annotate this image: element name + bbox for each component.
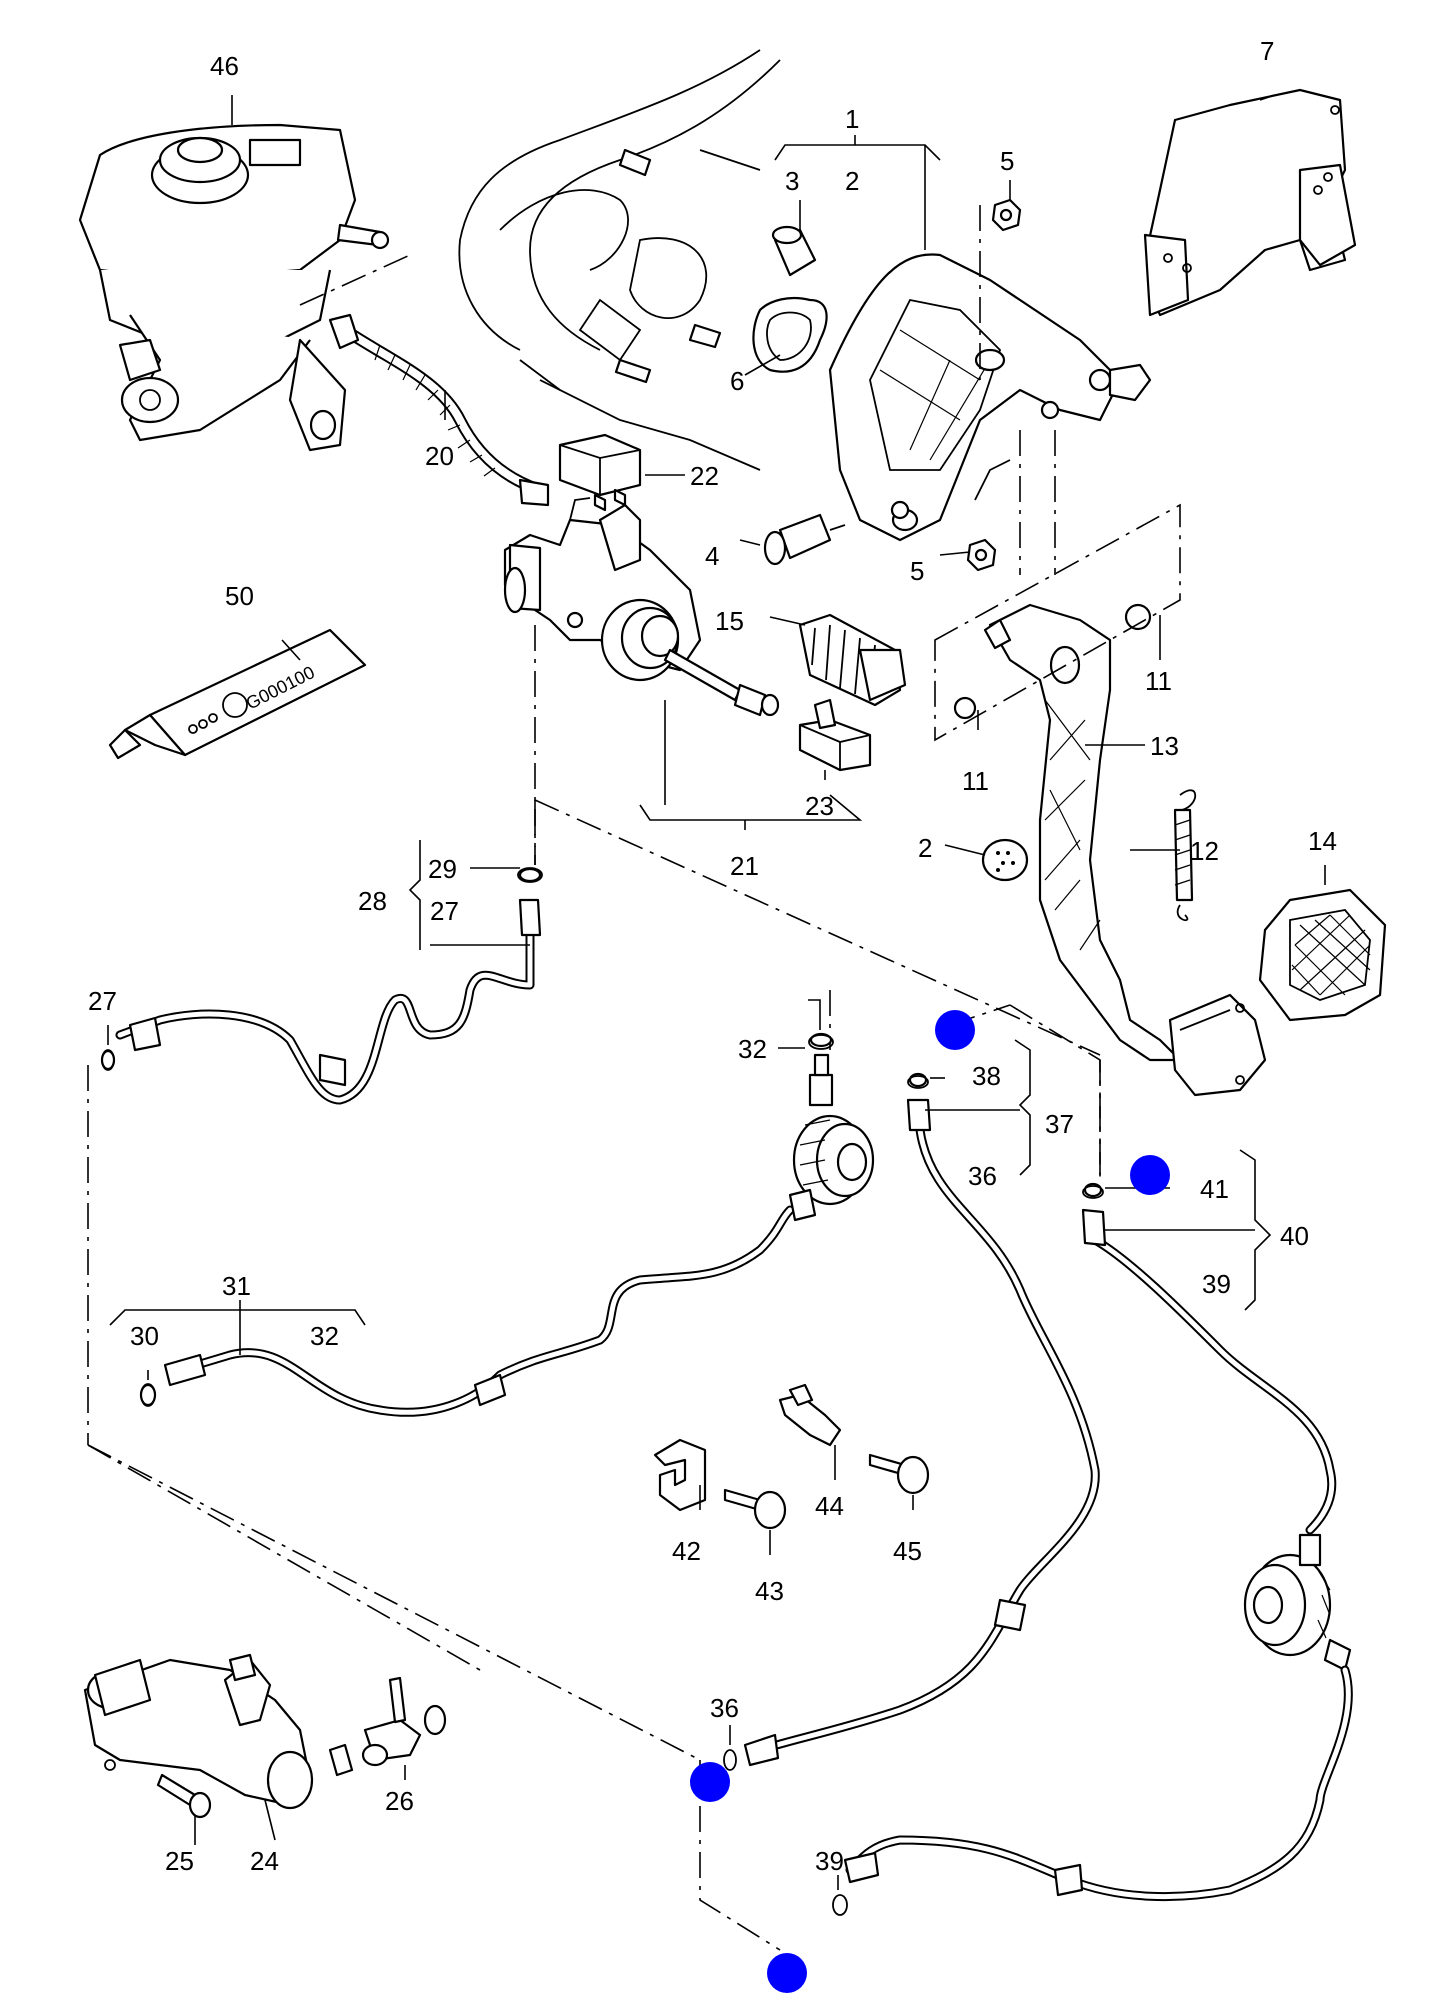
pedal-bracket-body [458, 49, 781, 471]
callout-30: 30 [130, 1321, 159, 1351]
callout-36-lower: 36 [710, 1693, 739, 1723]
callout-25: 25 [165, 1846, 194, 1876]
grease-tube: G000100 [108, 628, 367, 760]
callout-21: 21 [730, 851, 759, 881]
marker-dot [935, 1010, 975, 1050]
callout-39-lower: 39 [815, 1846, 844, 1876]
pedal-rubber-pad [1258, 888, 1387, 1022]
clutch-pedal-switch [558, 433, 642, 512]
clutch-master-cylinder [503, 497, 780, 717]
callout-11-right: 11 [1145, 666, 1172, 696]
callout-23: 23 [805, 791, 834, 821]
callout-44: 44 [815, 1491, 844, 1521]
pivot-pin [763, 513, 846, 566]
callout-27-upper: 27 [430, 896, 459, 926]
pressure-pipe-long [743, 1072, 1100, 1767]
callout-37: 37 [1045, 1109, 1074, 1139]
concentric-slave-cylinder-upper [788, 1032, 875, 1222]
callout-27-left: 27 [88, 986, 117, 1016]
callout-42: 42 [672, 1536, 701, 1566]
callout-6: 6 [730, 366, 744, 396]
highlight-markers [690, 1010, 1170, 1993]
callout-43: 43 [755, 1576, 784, 1606]
callout-11-left: 11 [962, 766, 989, 796]
dust-boot [798, 613, 907, 707]
callout-50: 50 [225, 581, 254, 611]
callout-14: 14 [1308, 826, 1337, 856]
marker-dot [767, 1953, 807, 1993]
callout-28: 28 [358, 886, 387, 916]
callout-31: 31 [222, 1271, 251, 1301]
stud-bolts [614, 148, 722, 384]
pipe-holder-clip [653, 1438, 707, 1512]
hex-nut-lower [966, 538, 997, 572]
callout-1: 1 [845, 104, 859, 134]
assembly-guidelines [87, 205, 1181, 1951]
callout-5-bottom: 5 [910, 556, 924, 586]
retaining-clip [798, 698, 872, 772]
pipe-clamp [778, 1383, 842, 1447]
callout-3: 3 [785, 166, 799, 196]
callout-39-upper: 39 [1202, 1269, 1231, 1299]
callout-13: 13 [1150, 731, 1179, 761]
screw-45 [868, 1453, 930, 1495]
hex-nut [991, 198, 1022, 232]
callout-45: 45 [893, 1536, 922, 1566]
return-spring [1173, 789, 1197, 922]
leader-lines [107, 94, 1326, 1890]
pressure-pipe-middle [139, 1205, 795, 1417]
reservoir-hose-guideline [299, 254, 411, 306]
callout-2-bump: 2 [918, 833, 932, 863]
callout-46: 46 [210, 51, 239, 81]
pressure-pipe-lower [843, 1665, 1353, 1902]
pressure-pipe-upper [100, 867, 542, 1105]
concentric-slave-cylinder-lower [1243, 1533, 1352, 1672]
callout-32-lower: 32 [310, 1321, 339, 1351]
marker-dot [690, 1762, 730, 1802]
callout-5-top: 5 [1000, 146, 1014, 176]
o-rings [101, 867, 1104, 1916]
callout-26: 26 [385, 1786, 414, 1816]
callout-41: 41 [1200, 1174, 1229, 1204]
bush [771, 225, 817, 277]
bump-stop [981, 838, 1029, 882]
callout-36-upper: 36 [968, 1161, 997, 1191]
callout-4: 4 [705, 541, 719, 571]
callout-15: 15 [715, 606, 744, 636]
callout-24: 24 [250, 1846, 279, 1876]
screw-43 [723, 1488, 787, 1530]
callout-38: 38 [972, 1061, 1001, 1091]
gasket [752, 296, 828, 373]
callout-20: 20 [425, 441, 454, 471]
callout-29: 29 [428, 854, 457, 884]
callout-2: 2 [845, 166, 859, 196]
callout-32-upper: 32 [738, 1034, 767, 1064]
marker-dot [1130, 1155, 1170, 1195]
callout-7: 7 [1260, 36, 1274, 66]
brake-fluid-reservoir [78, 123, 390, 452]
washer [890, 500, 910, 520]
bleed-valve-26 [328, 1676, 447, 1777]
clutch-pedal-lever [828, 253, 1152, 542]
heat-shield-bracket [1143, 88, 1357, 317]
reservoir-hose [328, 313, 550, 507]
pedal-pad-plate [1168, 993, 1267, 1097]
callout-40: 40 [1280, 1221, 1309, 1251]
callout-12: 12 [1190, 836, 1219, 866]
callout-22: 22 [690, 461, 719, 491]
bolt-25 [156, 1773, 212, 1819]
clutch-pedal-arm [953, 603, 1182, 1062]
callout-labels: 1 2 3 5 7 46 6 20 22 4 5 15 50 11 13 11 … [88, 36, 1337, 1876]
clutch-slave-cylinder [83, 1653, 314, 1810]
